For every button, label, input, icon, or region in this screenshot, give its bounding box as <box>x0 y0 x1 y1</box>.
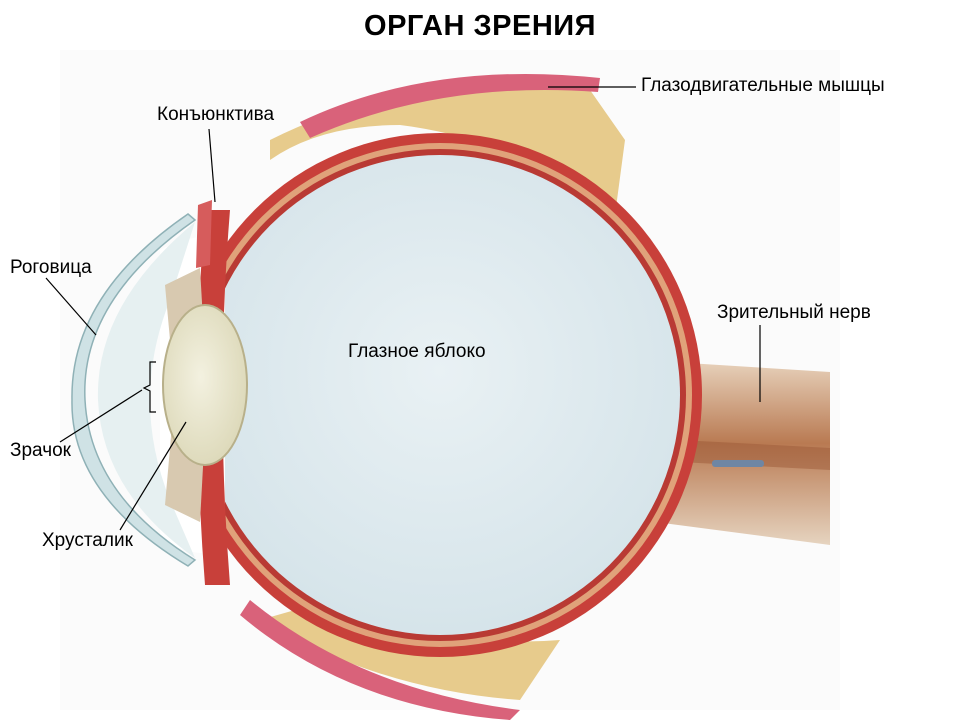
label-optic-nerve: Зрительный нерв <box>717 302 871 323</box>
label-cornea: Роговица <box>10 257 92 278</box>
lens <box>162 304 248 466</box>
vitreous-body <box>200 155 680 635</box>
central-artery <box>712 460 764 467</box>
label-eyeball: Глазное яблоко <box>348 341 486 362</box>
eye-muscle-top <box>300 73 600 138</box>
anterior-chamber <box>97 222 195 558</box>
pupil-bracket <box>142 361 156 413</box>
label-pupil: Зрачок <box>10 440 71 461</box>
leader-lens <box>119 421 187 531</box>
eye-muscle-bottom <box>240 600 520 720</box>
leader-cornea <box>45 277 97 336</box>
leader-conjunctiva <box>208 128 216 203</box>
label-eye-muscles: Глазодвигательные мышцы <box>641 75 885 96</box>
page-title: ОРГАН ЗРЕНИЯ <box>364 10 596 42</box>
label-conjunctiva: Конъюнктива <box>157 104 275 125</box>
leader-pupil <box>59 389 143 443</box>
conjunctiva <box>196 200 212 268</box>
label-lens: Хрусталик <box>42 530 133 551</box>
